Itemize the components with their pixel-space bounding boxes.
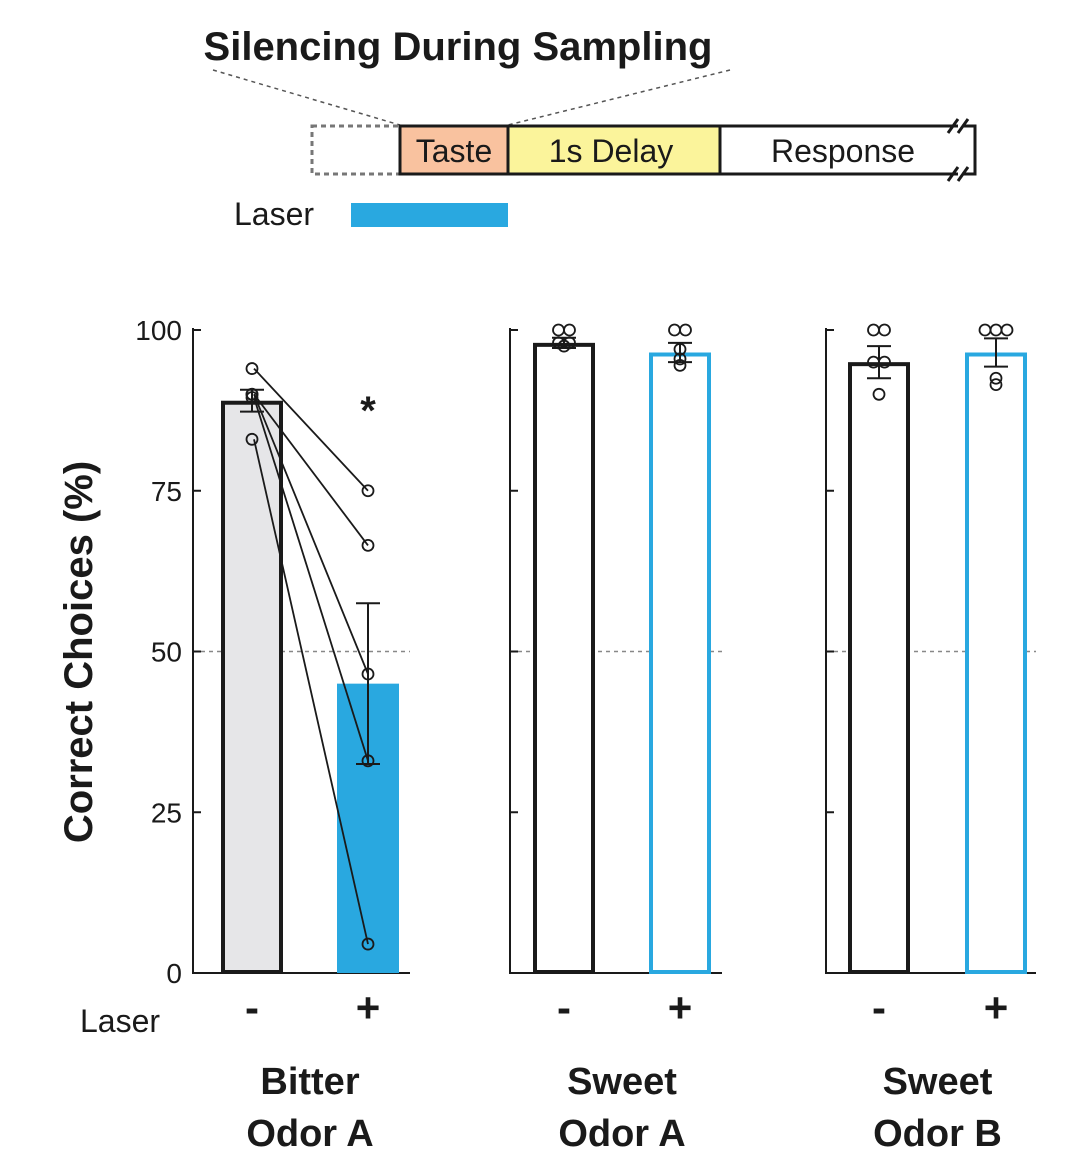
y-axis-label: Correct Choices (%) bbox=[57, 461, 101, 843]
laser-legend-label: Laser bbox=[234, 196, 314, 232]
data-point bbox=[245, 432, 259, 446]
timeline-schematic: Silencing During Sampling Taste 1s Delay… bbox=[204, 25, 977, 232]
paired-line bbox=[253, 393, 369, 546]
laser-condition-label: + bbox=[356, 984, 381, 1031]
category-label: Sweet bbox=[883, 1061, 993, 1103]
laser-condition-label: - bbox=[872, 984, 886, 1031]
response-segment-end bbox=[962, 124, 977, 176]
data-point bbox=[245, 391, 259, 404]
laser-condition-label: + bbox=[984, 984, 1009, 1031]
data-point bbox=[989, 323, 1003, 337]
data-point bbox=[867, 323, 880, 337]
y-tick-label: 0 bbox=[166, 958, 182, 989]
significance-marker: * bbox=[360, 389, 376, 433]
timeline-title: Silencing During Sampling bbox=[204, 25, 713, 69]
y-tick-label: 75 bbox=[151, 476, 182, 507]
data-point bbox=[673, 358, 687, 372]
taste-segment bbox=[398, 124, 510, 176]
laser-condition-label: - bbox=[245, 984, 259, 1031]
data-point bbox=[668, 323, 681, 337]
data-point bbox=[673, 342, 687, 356]
paired-line bbox=[253, 439, 369, 945]
delay-label: 1s Delay bbox=[549, 133, 674, 169]
data-point bbox=[245, 362, 259, 375]
data-point bbox=[361, 937, 375, 951]
taste-label: Taste bbox=[416, 133, 492, 169]
data-point bbox=[1000, 323, 1014, 337]
data-point bbox=[978, 323, 992, 337]
data-point bbox=[872, 387, 886, 401]
y-tick-label: 100 bbox=[135, 315, 182, 346]
category-label: Odor B bbox=[873, 1113, 1002, 1155]
category-label: Odor A bbox=[558, 1113, 685, 1155]
data-point bbox=[361, 539, 375, 552]
bar bbox=[533, 342, 595, 974]
zoom-line-right bbox=[507, 69, 731, 126]
data-point bbox=[361, 484, 375, 498]
data-point bbox=[563, 323, 576, 337]
data-point bbox=[679, 323, 692, 337]
bar bbox=[649, 352, 711, 974]
bar bbox=[221, 400, 283, 975]
paired-line bbox=[253, 367, 369, 492]
data-point bbox=[557, 339, 571, 353]
axis-break-icon bbox=[946, 118, 970, 182]
data-point bbox=[552, 323, 565, 337]
category-label: Odor A bbox=[246, 1113, 373, 1155]
data-point bbox=[878, 323, 891, 337]
laser-row-label: Laser bbox=[80, 1003, 160, 1039]
bar bbox=[965, 352, 1027, 974]
laser-condition-label: - bbox=[557, 984, 571, 1031]
response-label: Response bbox=[771, 133, 915, 169]
response-segment-outline bbox=[718, 124, 958, 176]
delay-segment bbox=[506, 124, 722, 176]
category-label: Bitter bbox=[260, 1061, 359, 1103]
bar bbox=[848, 362, 910, 974]
y-tick-label: 50 bbox=[151, 637, 182, 668]
laser-condition-label: + bbox=[668, 984, 693, 1031]
data-point bbox=[361, 754, 375, 768]
category-label: Sweet bbox=[567, 1061, 677, 1103]
data-point bbox=[989, 378, 1003, 392]
data-point bbox=[673, 352, 687, 366]
data-point bbox=[989, 371, 1003, 385]
pre-trial-segment bbox=[310, 124, 402, 176]
data-point bbox=[878, 355, 891, 369]
zoom-line-left bbox=[212, 69, 401, 126]
paired-line bbox=[253, 397, 369, 762]
laser-period-bar bbox=[351, 203, 508, 227]
paired-line bbox=[253, 393, 369, 675]
bar-chart: Correct Choices (%) Laser 0 25 50 75 100 - + * B… bbox=[57, 315, 1036, 1155]
y-tick-label: 25 bbox=[151, 797, 182, 828]
data-point bbox=[361, 667, 375, 681]
